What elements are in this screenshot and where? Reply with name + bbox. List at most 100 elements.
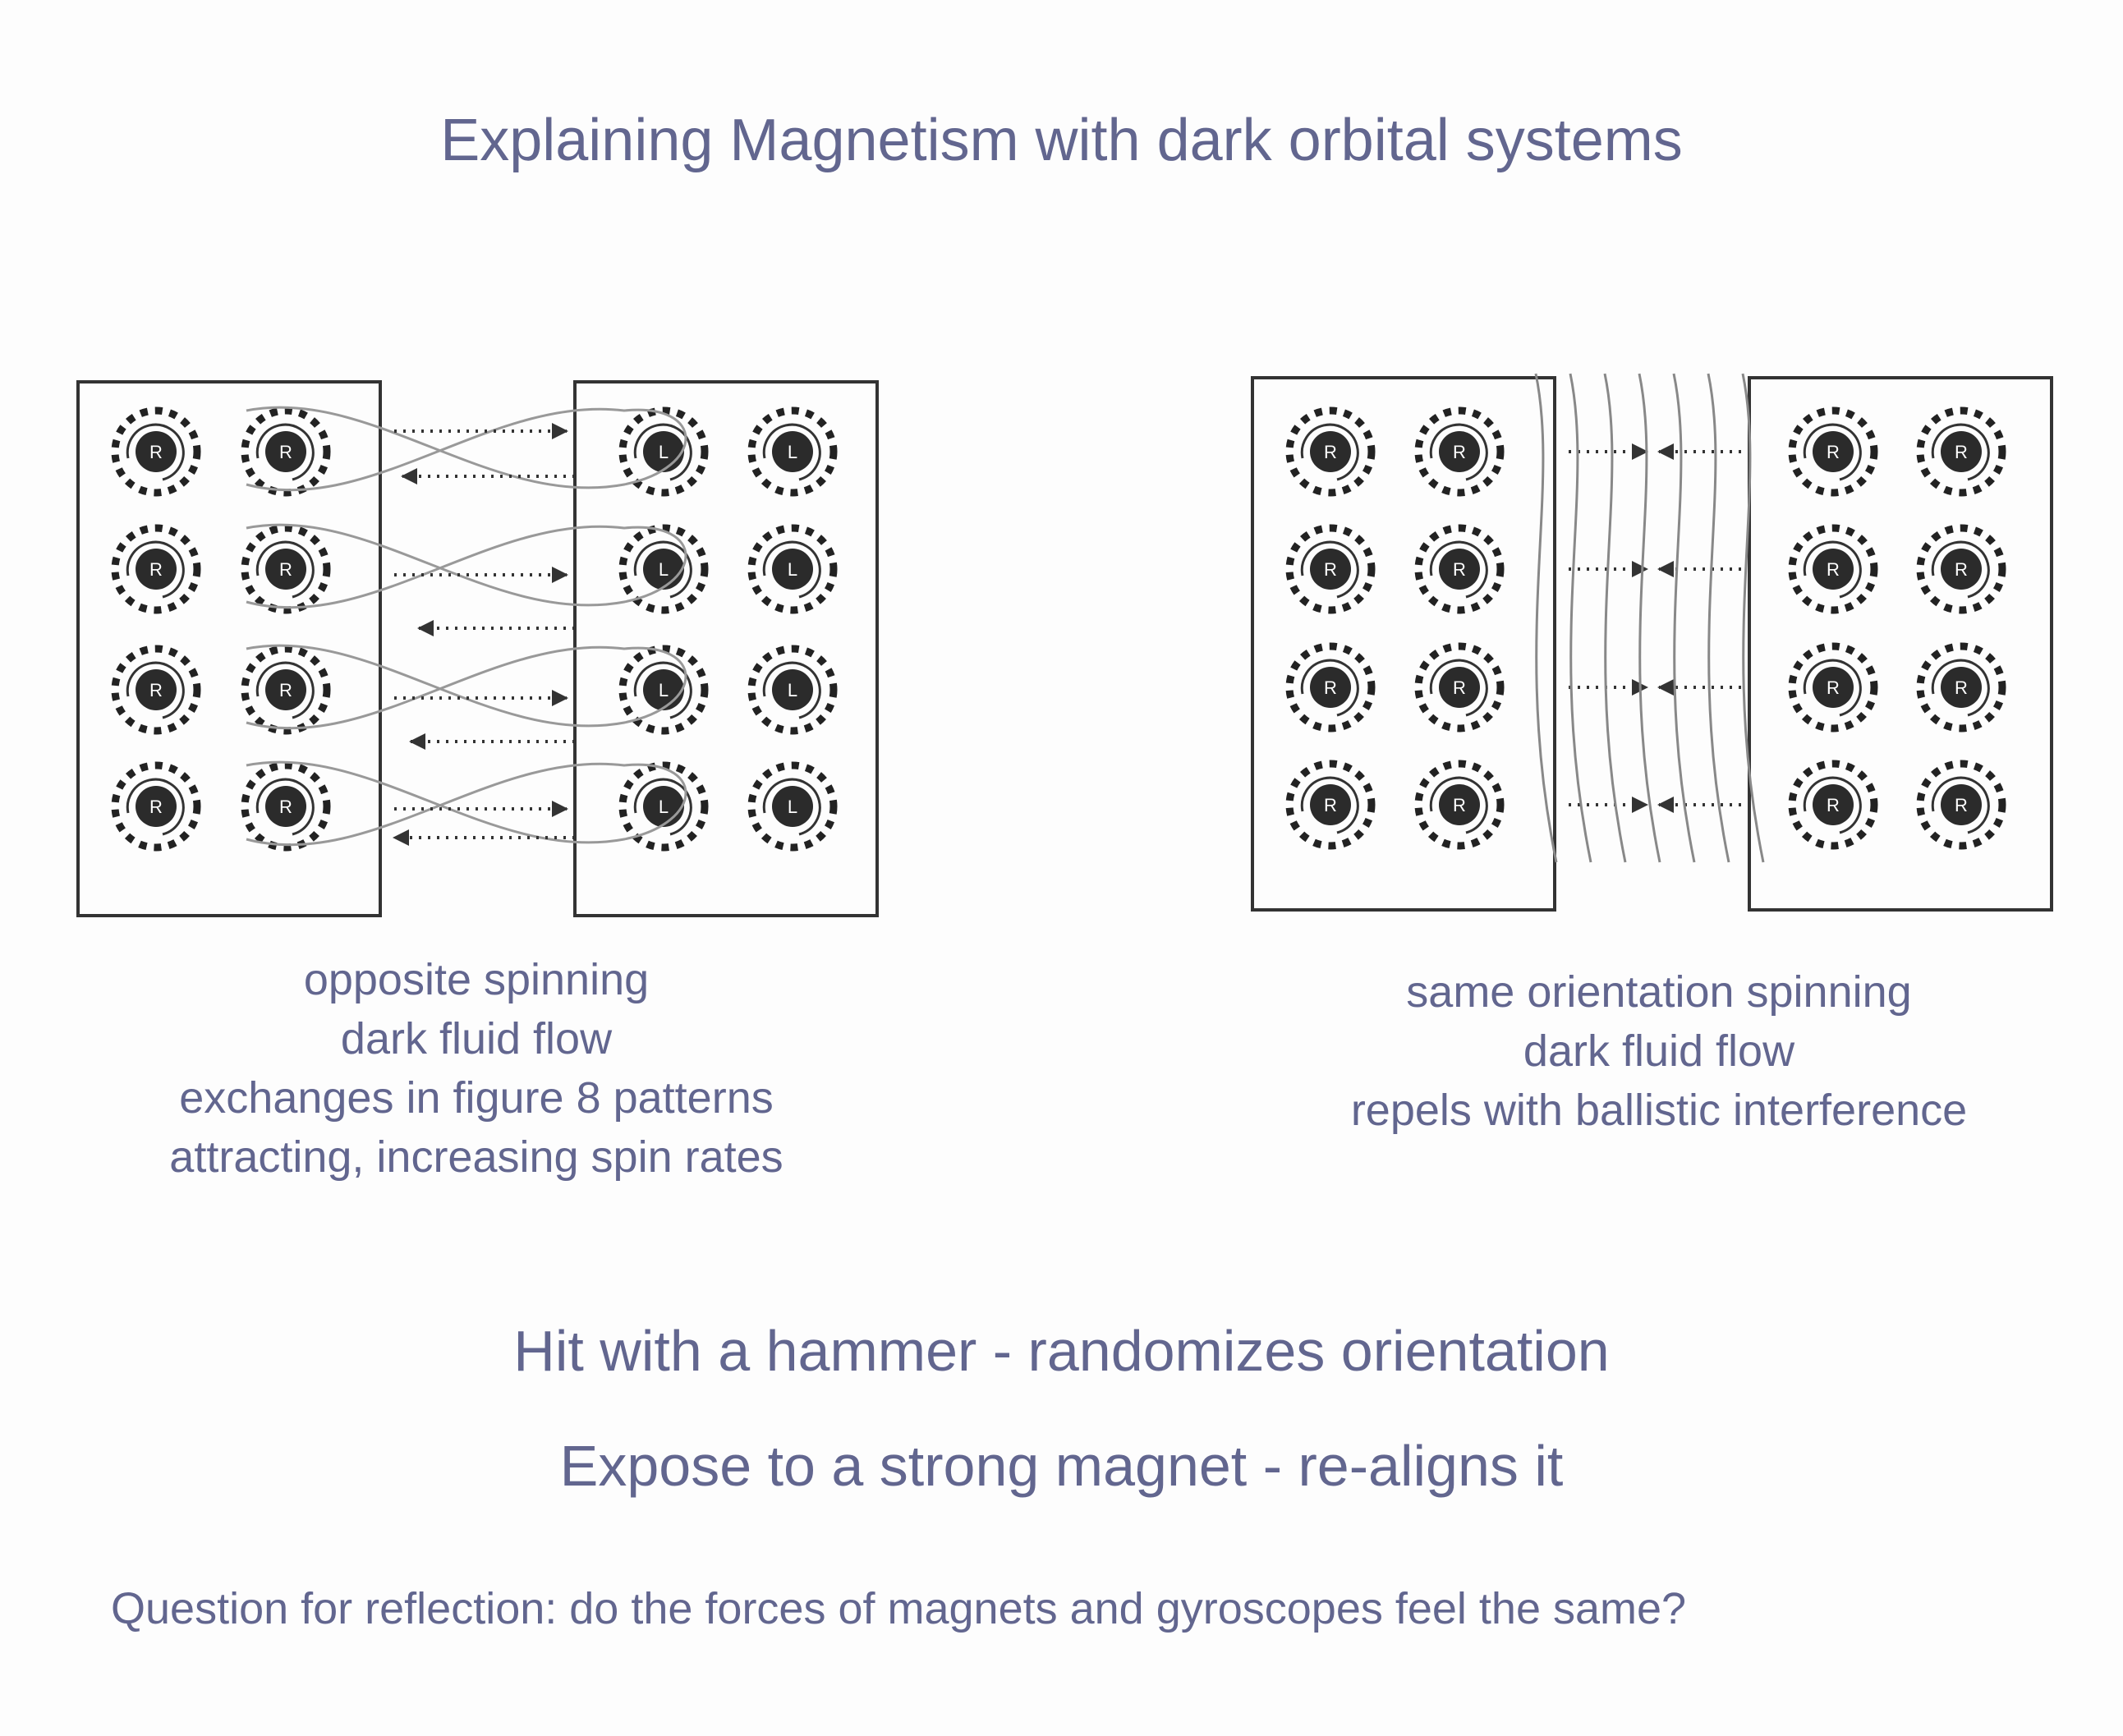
spin-label: R — [1453, 442, 1466, 462]
spin-arc — [255, 423, 315, 481]
spin-label: R — [1453, 677, 1466, 698]
spinning-particle: R — [1414, 406, 1505, 497]
orbit-ring — [111, 406, 201, 497]
orbit-ring — [1285, 406, 1376, 497]
spin-arc — [126, 540, 185, 599]
core — [265, 431, 306, 472]
orbit-ring — [1916, 760, 2006, 850]
spin-label: R — [1827, 795, 1840, 815]
spin-arc — [1931, 776, 1990, 834]
spin-arc — [255, 778, 315, 836]
core — [1310, 667, 1351, 708]
figure8-flow — [246, 760, 687, 847]
spinning-particle: R — [1916, 406, 2006, 497]
spin-arc — [126, 661, 185, 719]
spin-arc — [1300, 776, 1359, 834]
core — [772, 431, 813, 472]
spin-label: L — [788, 680, 797, 700]
core — [1941, 549, 1982, 590]
spin-arc — [1931, 659, 1990, 717]
spinning-particle: R — [241, 761, 331, 852]
core — [1813, 549, 1854, 590]
spin-label: R — [149, 680, 163, 700]
spin-label: R — [1324, 442, 1337, 462]
left-caption-line: exchanges in figure 8 patterns — [179, 1073, 774, 1123]
orbit-ring — [241, 524, 331, 614]
spinning-particle: R — [1788, 760, 1878, 850]
orbit-ring — [618, 524, 709, 614]
spinning-particle: R — [111, 406, 201, 497]
spin-label: R — [279, 680, 292, 700]
orbit-ring — [1414, 760, 1505, 850]
spinning-particle: R — [1285, 760, 1376, 850]
reflection-question: Question for reflection: do the forces o… — [111, 1584, 1687, 1633]
core — [1310, 784, 1351, 825]
spinning-particle: R — [1916, 760, 2006, 850]
spin-label: R — [1453, 795, 1466, 815]
spinning-particle: R — [241, 524, 331, 614]
spin-label: R — [1324, 677, 1337, 698]
spinning-particle: R — [1285, 642, 1376, 733]
core — [1439, 431, 1480, 472]
spinning-particle: R — [111, 524, 201, 614]
spinning-particle: R — [111, 761, 201, 852]
orbit-ring — [747, 645, 838, 735]
core — [772, 549, 813, 590]
core — [1439, 667, 1480, 708]
spin-arc — [762, 661, 821, 719]
core — [136, 431, 177, 472]
spin-arc — [762, 423, 821, 481]
spin-label: R — [1955, 795, 1968, 815]
core — [1310, 431, 1351, 472]
spinning-particle: R — [111, 645, 201, 735]
spin-arc — [633, 661, 692, 719]
spinning-particle: L — [747, 524, 838, 614]
spin-label: R — [1827, 442, 1840, 462]
spin-label: L — [788, 559, 797, 580]
spin-arc — [255, 540, 315, 599]
spinning-particle: L — [618, 645, 709, 735]
spin-label: L — [659, 559, 669, 580]
orbit-ring — [111, 524, 201, 614]
spin-label: R — [149, 797, 163, 817]
left-caption-line: opposite spinning — [303, 955, 650, 1004]
core — [265, 786, 306, 827]
orbit-ring — [1285, 642, 1376, 733]
spin-label: R — [279, 797, 292, 817]
spinning-particle: L — [618, 524, 709, 614]
spin-arc — [762, 778, 821, 836]
spin-arc — [126, 778, 185, 836]
core — [1813, 431, 1854, 472]
core — [1310, 549, 1351, 590]
spin-arc — [1803, 423, 1862, 481]
spin-arc — [1803, 540, 1862, 599]
interference-wave — [1534, 373, 1558, 863]
orbit-ring — [618, 761, 709, 852]
spin-label: R — [149, 442, 163, 462]
core — [1941, 667, 1982, 708]
core — [1439, 549, 1480, 590]
figure8-flow — [246, 523, 687, 609]
spinning-particle: R — [1916, 524, 2006, 614]
right-caption-line: dark fluid flow — [1523, 1026, 1795, 1076]
spin-label: R — [1324, 559, 1337, 580]
spinning-particle: R — [1414, 760, 1505, 850]
spinning-particle: L — [747, 406, 838, 497]
interference-wave — [1603, 373, 1627, 863]
right-caption-line: repels with ballistic interference — [1350, 1086, 1968, 1135]
orbit-ring — [1788, 760, 1878, 850]
orbit-ring — [1788, 642, 1878, 733]
spin-arc — [1300, 423, 1359, 481]
orbit-ring — [1788, 524, 1878, 614]
spinning-particle: L — [618, 761, 709, 852]
block-left — [76, 380, 382, 917]
spin-arc — [1931, 423, 1990, 481]
spin-arc — [1429, 776, 1488, 834]
orbit-ring — [1285, 524, 1376, 614]
magnet-statement: Expose to a strong magnet - re-aligns it — [559, 1434, 1564, 1498]
spin-arc — [1300, 540, 1359, 599]
core — [1941, 784, 1982, 825]
figure8-flow — [246, 644, 687, 730]
